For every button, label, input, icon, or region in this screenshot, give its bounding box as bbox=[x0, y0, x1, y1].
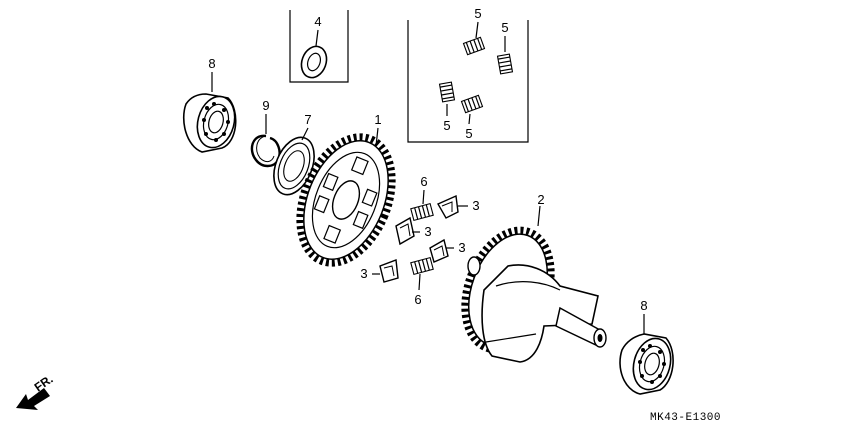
balancer-shaft-part bbox=[461, 205, 607, 363]
washer-inset-frame bbox=[289, 10, 349, 83]
washer-part bbox=[300, 29, 328, 79]
callout-8b: 8 bbox=[640, 298, 647, 313]
callout-6a: 6 bbox=[420, 174, 427, 189]
plate-part bbox=[273, 127, 315, 196]
callout-3b: 3 bbox=[424, 224, 431, 239]
callout-4: 4 bbox=[314, 14, 321, 29]
damper-3b-part bbox=[395, 216, 420, 246]
callout-5d: 5 bbox=[465, 126, 472, 141]
bearing-left-part bbox=[182, 72, 237, 153]
bearing-right-part bbox=[619, 314, 674, 395]
spring-5d-part bbox=[460, 94, 484, 125]
springs-inset-frame bbox=[407, 20, 529, 143]
callout-5b: 5 bbox=[501, 20, 508, 35]
spring-5c-part bbox=[438, 81, 456, 116]
spring-5b-part bbox=[496, 36, 514, 75]
callout-6b: 6 bbox=[414, 292, 421, 307]
spring-5a-part bbox=[462, 21, 486, 56]
callout-7: 7 bbox=[304, 112, 311, 127]
front-direction-arrow-icon bbox=[16, 388, 50, 410]
callout-3c: 3 bbox=[458, 240, 465, 255]
callout-8a: 8 bbox=[208, 56, 215, 71]
damper-3c-part bbox=[429, 238, 454, 263]
front-direction-label: FR. bbox=[32, 372, 56, 395]
gear-part bbox=[296, 127, 396, 267]
damper-3a-part bbox=[437, 194, 468, 219]
callout-5a: 5 bbox=[474, 6, 481, 21]
callout-9: 9 bbox=[262, 98, 269, 113]
spring-6a-part bbox=[410, 189, 434, 222]
callout-1: 1 bbox=[374, 112, 381, 127]
callout-3a: 3 bbox=[472, 198, 479, 213]
callout-5c: 5 bbox=[443, 118, 450, 133]
callout-3d: 3 bbox=[360, 266, 367, 281]
circlip-part bbox=[250, 114, 281, 168]
spring-6b-part bbox=[410, 256, 434, 291]
damper-3d-part bbox=[372, 259, 399, 283]
callout-2: 2 bbox=[537, 192, 544, 207]
reference-code: MK43-E1300 bbox=[650, 412, 721, 424]
